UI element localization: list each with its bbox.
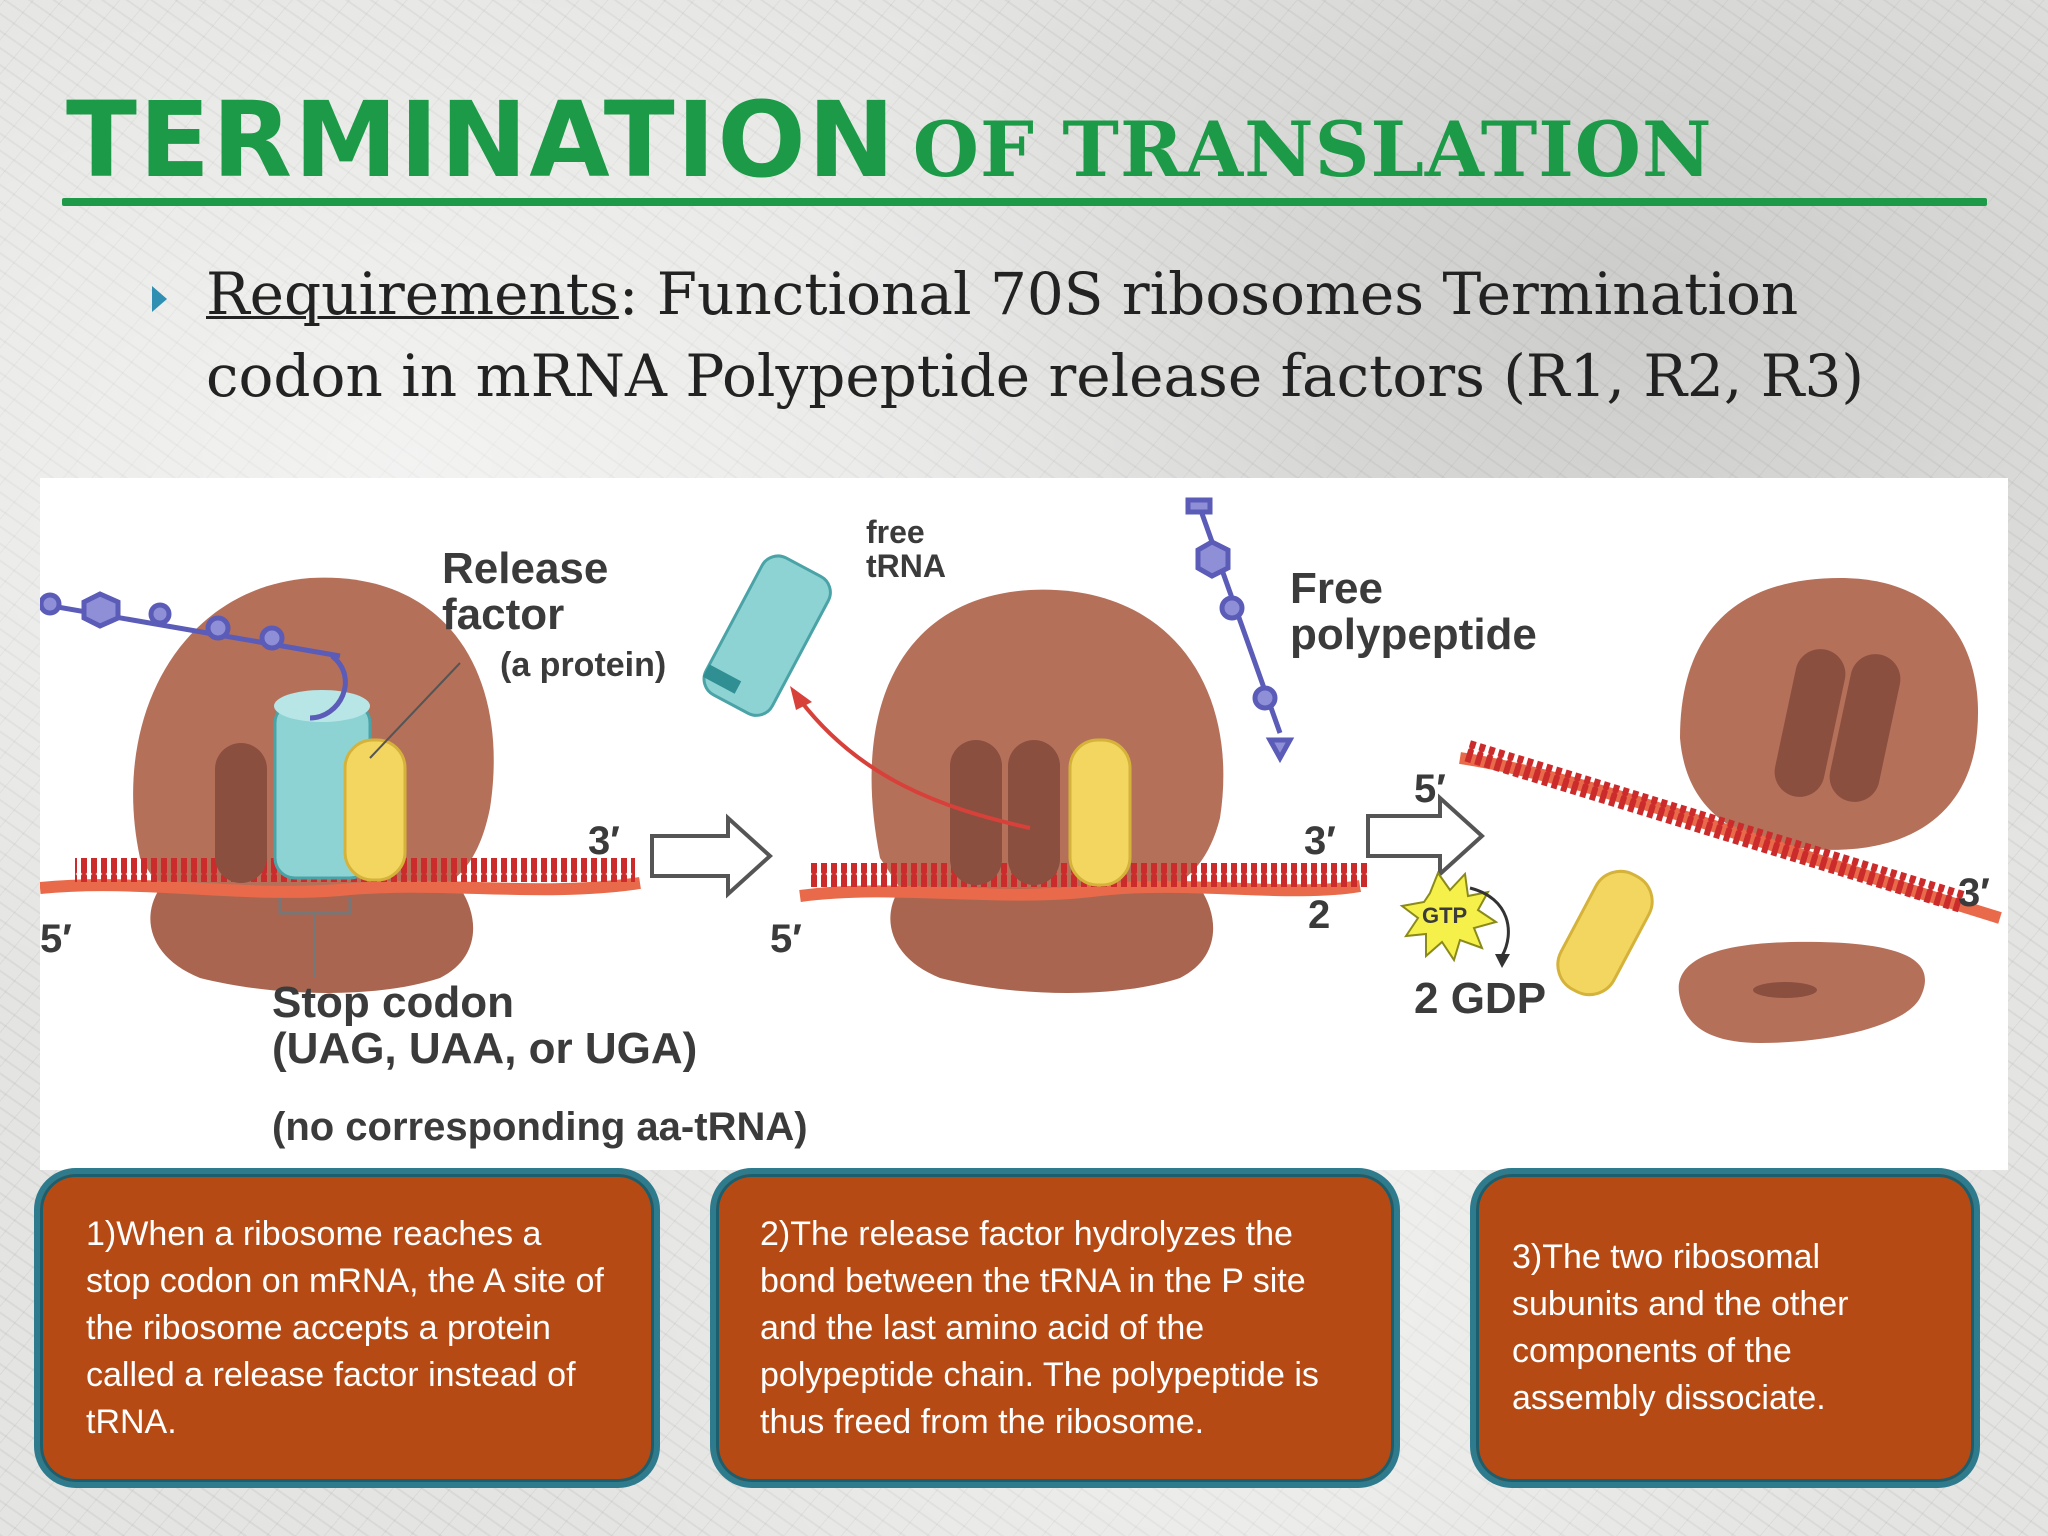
gtp-burst-icon	[1399, 870, 1499, 963]
panel-1-p-site-trna	[215, 743, 267, 883]
step-1-box: 1)When a ribosome reaches a stop codon o…	[34, 1168, 660, 1488]
label-panel-1-5-prime: 5′	[40, 917, 72, 961]
label-gtp-count: 2	[1308, 893, 1331, 937]
panel-1-polypeptide-chain	[40, 591, 348, 721]
panel-2-e-site-trna	[1008, 740, 1060, 885]
gdp-arrowhead-icon	[1495, 954, 1510, 968]
label-panel-3-3-prime: 3′	[1958, 871, 1990, 915]
free-trna-icon	[702, 554, 832, 717]
label-free-trna: free tRNA	[866, 514, 946, 584]
requirements-bullet: Requirements: Functional 70S ribosomes T…	[206, 253, 1906, 417]
label-panel-1-3-prime: 3′	[588, 819, 620, 863]
title-termination: TERMINATION	[66, 79, 897, 201]
trna-exit-arrowhead-icon	[790, 686, 812, 710]
panel-3-codons	[1463, 740, 1968, 914]
free-polypeptide-chain	[1185, 497, 1295, 764]
label-panel-2-3-prime: 3′	[1304, 819, 1336, 863]
label-free-polypeptide: Free polypeptide	[1290, 564, 1537, 660]
step-2-box: 2)The release factor hydrolyzes the bond…	[710, 1168, 1400, 1488]
step-arrow-2-icon	[1366, 793, 1485, 879]
diagram-artwork	[40, 497, 2002, 1043]
release-factor-pointer	[369, 662, 461, 759]
label-panel-3-5-prime: 5′	[1414, 767, 1446, 811]
panel-3-large-subunit	[1680, 578, 1979, 850]
panel-3-small-subunit	[1678, 941, 1925, 1043]
step-3-text: 3)The two ribosomal subunits and the oth…	[1512, 1238, 1849, 1417]
label-gdp: 2 GDP	[1414, 974, 1547, 1023]
translation-termination-diagram: Release factor (a protein) free tRNA Fre…	[40, 478, 2008, 1170]
label-stop-codon: Stop codon (UAG, UAA, or UGA)	[272, 978, 698, 1074]
step-1-text: 1)When a ribosome reaches a stop codon o…	[86, 1214, 604, 1441]
label-panel-2-5-prime: 5′	[770, 917, 802, 961]
requirements-label: Requirements	[206, 260, 619, 328]
label-gtp: GTP	[1422, 903, 1468, 928]
label-a-protein: (a protein)	[500, 646, 667, 684]
step-3-box: 3)The two ribosomal subunits and the oth…	[1470, 1168, 1980, 1488]
label-release-factor: Release factor	[442, 544, 609, 640]
requirements-text: : Functional 70S ribosomes Termination c…	[206, 260, 1864, 410]
panel-1-release-factor-icon	[343, 738, 407, 882]
panel-2-mrna	[799, 880, 1362, 902]
label-no-aa-trna: (no corresponding aa-tRNA)	[272, 1105, 808, 1149]
gdp-arrow	[1469, 886, 1510, 957]
step-2-text: 2)The release factor hydrolyzes the bond…	[760, 1214, 1319, 1441]
panel-1-mrna	[40, 877, 641, 898]
title-underline	[62, 198, 1987, 206]
bullet-triangle-icon	[152, 286, 167, 312]
trna-exit-arrow	[798, 698, 1031, 830]
panel-2-release-factor-icon	[1068, 738, 1132, 887]
step-arrow-1-icon	[650, 813, 773, 899]
panel-3-release-factor-icon	[1556, 869, 1654, 997]
title-of-translation: OF TRANSLATION	[912, 105, 1713, 194]
